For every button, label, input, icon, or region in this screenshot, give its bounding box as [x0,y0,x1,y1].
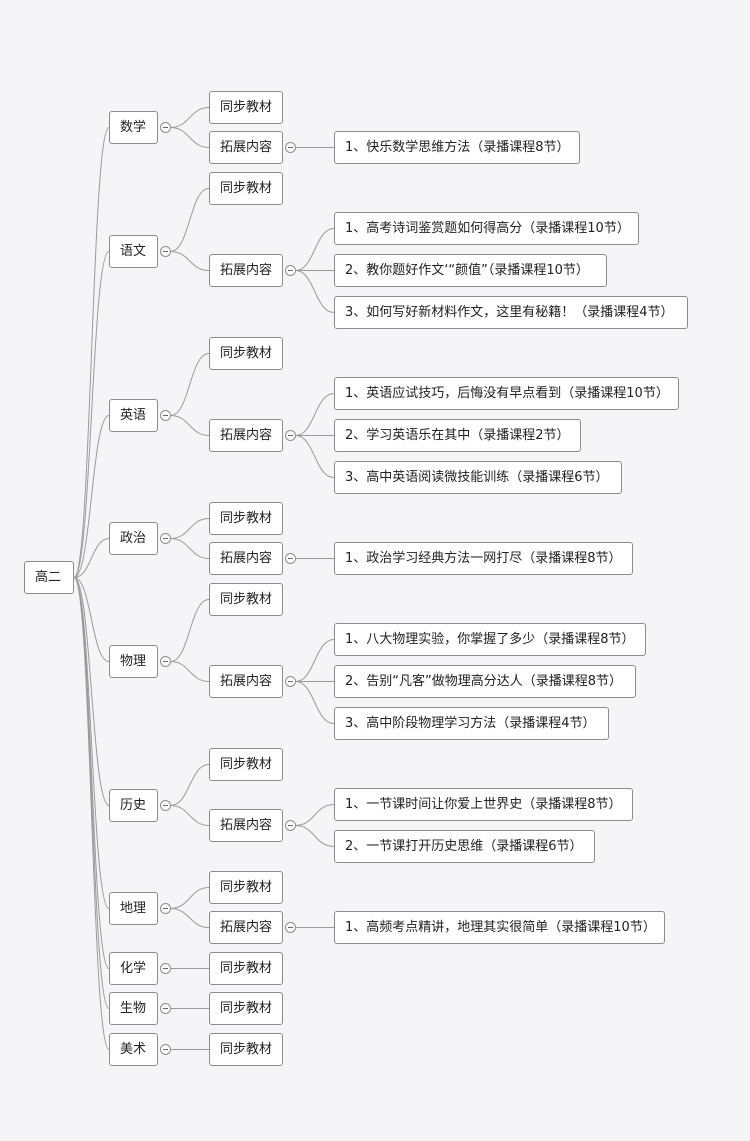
collapse-toggle-icon[interactable] [159,903,171,914]
collapse-toggle-icon[interactable] [159,533,171,544]
course-node[interactable]: 3、高中英语阅读微技能训练（录播课程6节） [334,461,622,494]
course-node[interactable]: 1、高考诗词鉴赏题如何得高分（录播课程10节） [334,212,639,245]
extension-node[interactable]: 拓展内容 [209,911,283,944]
subject-node[interactable]: 美术 [109,1033,158,1066]
subject-node[interactable]: 政治 [109,522,158,555]
connector-line [73,415,110,578]
textbook-node[interactable]: 同步教材 [209,172,283,205]
connector-line [170,127,210,148]
connector-line [73,577,110,969]
course-node[interactable]: 2、一节课打开历史思维（录播课程6节） [334,830,595,863]
connector-line [170,599,210,662]
collapse-toggle-icon[interactable] [284,922,296,933]
subject-node[interactable]: 生物 [109,992,158,1025]
extension-node[interactable]: 拓展内容 [209,665,283,698]
connector-line [295,228,335,271]
course-node[interactable]: 2、教你题好作文‘“颜值”（录播课程10节） [334,254,607,287]
connector-line [295,270,335,313]
course-node[interactable]: 1、快乐数学思维方法（录播课程8节） [334,131,580,164]
collapse-toggle-icon[interactable] [284,553,296,564]
connector-line [73,577,110,1050]
connector-line [295,681,335,724]
collapse-toggle-icon[interactable] [284,265,296,276]
connector-line [295,804,335,826]
connector-line [73,127,110,578]
collapse-toggle-icon[interactable] [284,430,296,441]
connector-line [170,353,210,416]
subject-node[interactable]: 地理 [109,892,158,925]
collapse-toggle-icon[interactable] [159,800,171,811]
collapse-toggle-icon[interactable] [159,246,171,257]
subject-node[interactable]: 化学 [109,952,158,985]
connector-line [170,887,210,909]
connector-line [170,661,210,682]
connector-line [170,805,210,826]
textbook-node[interactable]: 同步教材 [209,748,283,781]
textbook-node[interactable]: 同步教材 [209,871,283,904]
collapse-toggle-icon[interactable] [159,122,171,133]
root-node[interactable]: 高二 [24,561,74,594]
collapse-toggle-icon[interactable] [159,656,171,667]
course-node[interactable]: 1、一节课时间让你爱上世界史（录播课程8节） [334,788,633,821]
course-node[interactable]: 1、高频考点精讲，地理其实很简单（录播课程10节） [334,911,665,944]
textbook-node[interactable]: 同步教材 [209,337,283,370]
extension-node[interactable]: 拓展内容 [209,131,283,164]
connector-line [295,639,335,682]
course-node[interactable]: 1、政治学习经典方法一网打尽（录播课程8节） [334,542,633,575]
subject-node[interactable]: 历史 [109,789,158,822]
subject-node[interactable]: 物理 [109,645,158,678]
connector-line [170,107,210,128]
textbook-node[interactable]: 同步教材 [209,1033,283,1066]
connector-line [170,538,210,559]
collapse-toggle-icon[interactable] [159,1044,171,1055]
connector-line [73,577,110,909]
connector-line [73,577,110,806]
collapse-toggle-icon[interactable] [284,676,296,687]
connector-line [170,188,210,252]
connector-line [73,538,110,578]
extension-node[interactable]: 拓展内容 [209,419,283,452]
textbook-node[interactable]: 同步教材 [209,992,283,1025]
collapse-toggle-icon[interactable] [284,142,296,153]
connector-line [73,251,110,578]
connector-line [73,577,110,662]
connector-line [295,435,335,478]
connector-line [73,577,110,1009]
subject-node[interactable]: 数学 [109,111,158,144]
course-node[interactable]: 1、八大物理实验，你掌握了多少（录播课程8节） [334,623,646,656]
subject-node[interactable]: 语文 [109,235,158,268]
course-node[interactable]: 2、告别“凡客”做物理高分达人（录播课程8节） [334,665,636,698]
extension-node[interactable]: 拓展内容 [209,809,283,842]
collapse-toggle-icon[interactable] [159,1003,171,1014]
connector-line [170,518,210,539]
textbook-node[interactable]: 同步教材 [209,91,283,124]
textbook-node[interactable]: 同步教材 [209,583,283,616]
textbook-node[interactable]: 同步教材 [209,952,283,985]
connector-line [170,908,210,928]
connector-line [170,415,210,436]
collapse-toggle-icon[interactable] [284,820,296,831]
collapse-toggle-icon[interactable] [159,410,171,421]
subject-node[interactable]: 英语 [109,399,158,432]
course-node[interactable]: 3、如何写好新材料作文，这里有秘籍！（录播课程4节） [334,296,688,329]
course-node[interactable]: 2、学习英语乐在其中（录播课程2节） [334,419,581,452]
extension-node[interactable]: 拓展内容 [209,254,283,287]
connector-line [295,825,335,847]
connector-line [170,764,210,806]
connector-line [170,251,210,271]
textbook-node[interactable]: 同步教材 [209,502,283,535]
course-node[interactable]: 3、高中阶段物理学习方法（录播课程4节） [334,707,609,740]
extension-node[interactable]: 拓展内容 [209,542,283,575]
collapse-toggle-icon[interactable] [159,963,171,974]
connector-line [295,393,335,436]
course-node[interactable]: 1、英语应试技巧，后悔没有早点看到（录播课程10节） [334,377,679,410]
